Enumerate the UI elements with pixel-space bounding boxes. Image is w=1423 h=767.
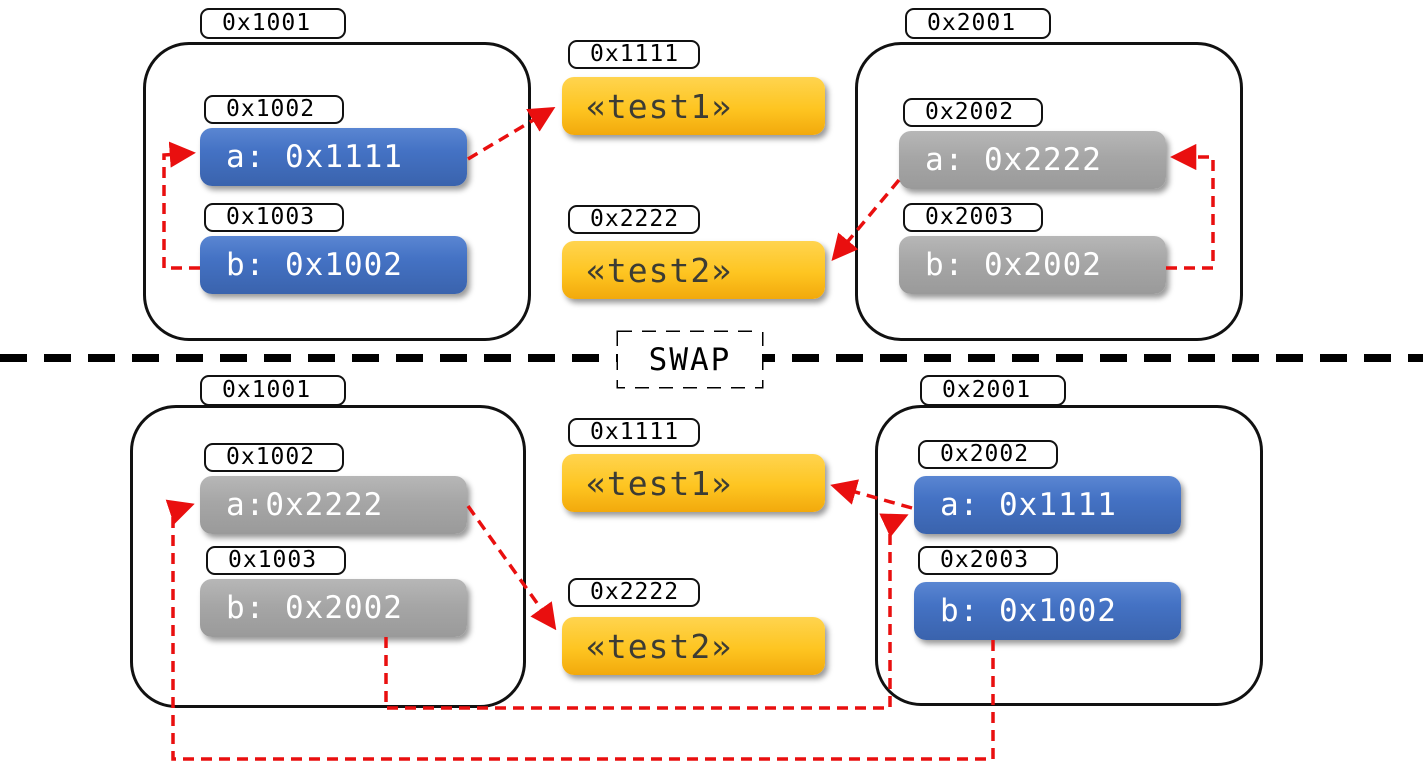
var-address-label: 0x2002 [903, 98, 1043, 127]
var-address-label: 0x2003 [903, 203, 1043, 232]
string-address-label: 0x2222 [568, 578, 700, 607]
string-literal-box: «test2» [562, 241, 825, 299]
string-address-label: 0x1111 [568, 40, 700, 69]
var-address-label: 0x2002 [918, 440, 1058, 469]
var-address-label: 0x1002 [204, 95, 344, 124]
frame-address-label: 0x2001 [905, 8, 1051, 39]
frame-address-label: 0x2001 [920, 375, 1066, 406]
variable-box: a: 0x2222 [899, 131, 1166, 189]
variable-box: b: 0x1002 [200, 236, 467, 294]
string-literal-box: «test1» [562, 454, 825, 512]
variable-box: b: 0x2002 [200, 579, 467, 637]
variable-box: b: 0x1002 [914, 582, 1181, 640]
var-address-label: 0x1003 [204, 203, 344, 232]
var-address-label: 0x1003 [206, 546, 346, 575]
var-address-label: 0x1002 [204, 443, 344, 472]
variable-box: a:0x2222 [200, 476, 467, 534]
variable-box: a: 0x1111 [200, 128, 467, 186]
frame-address-label: 0x1001 [200, 375, 346, 406]
string-literal-box: «test2» [562, 617, 825, 675]
var-address-label: 0x2003 [918, 546, 1058, 575]
string-address-label: 0x1111 [568, 418, 700, 447]
variable-box: b: 0x2002 [899, 236, 1166, 294]
swap-label: SWAP [618, 332, 762, 387]
variable-box: a: 0x1111 [914, 476, 1181, 534]
frame-top-left [143, 42, 531, 341]
frame-address-label: 0x1001 [200, 8, 346, 39]
string-address-label: 0x2222 [568, 205, 700, 234]
frame-top-right [855, 42, 1243, 341]
string-literal-box: «test1» [562, 77, 825, 135]
